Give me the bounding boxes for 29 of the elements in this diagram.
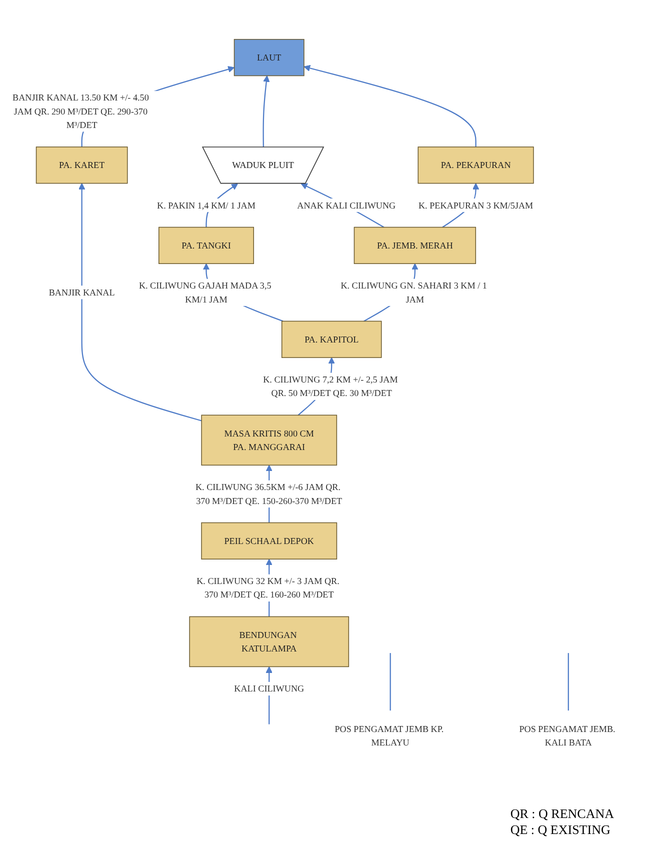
node-box: PA. JEMB. MERAH	[354, 226, 476, 264]
edge-label: K. CILIWUNG 32 KM +/- 3 JAM QR. 370 M³/DET QE. 160-260 M³/DET	[196, 576, 340, 600]
edge-label: K. CILIWUNG 7,2 KM +/- 2,5 JAM QR. 50 M³/DET QE. 30 M³/DET	[263, 374, 398, 398]
node-box: PEIL SCHAAL DEPOK	[201, 522, 338, 560]
arrow	[78, 183, 202, 422]
edge-label: BANJIR KANAL	[48, 287, 115, 298]
node-box: PA. KAPITOL	[281, 320, 382, 358]
edge-label: K. CILIWUNG GAJAH MADA 3,5 KM/1 JAM	[138, 280, 272, 305]
edge-label: K. PEKAPURAN 3 KM/5JAM	[418, 200, 534, 211]
edge-label: K. CILIWUNG GN. SAHARI 3 KM / 1 JAM	[340, 280, 487, 305]
legend-note: QR : Q RENCANA	[510, 806, 614, 822]
node-box: PA. PEKAPURAN	[418, 146, 534, 184]
edge-label: ANAK KALI CILIWUNG	[297, 200, 396, 211]
edge-label: BANJIR KANAL 13.50 KM +/- 4.50 JAM QR. 290 M³/DET QE. 290-370 M³/DET	[12, 92, 149, 130]
connector	[568, 653, 569, 711]
node-box: LAUT	[234, 38, 304, 76]
legend-note: QE : Q EXISTING	[510, 822, 612, 838]
connector	[390, 653, 391, 711]
node-box: BENDUNGAN KATULAMPA	[189, 616, 350, 668]
edge-label: K. PAKIN 1,4 KM/ 1 JAM	[157, 200, 256, 211]
node-text: POS PENGAMAT JEMB KP. MELAYU	[334, 724, 444, 748]
node-text: POS PENGAMAT JEMB. KALI BATA	[519, 724, 616, 748]
node-box: PA. TANGKI	[158, 226, 254, 264]
node-box: MASA KRITIS 800 CM PA. MANGGARAI	[201, 414, 338, 466]
arrow	[304, 64, 476, 147]
node-box: PA. KARET	[36, 146, 128, 184]
edge-label: KALI CILIWUNG	[234, 683, 304, 694]
arrow	[262, 75, 270, 148]
edge-label: K. CILIWUNG 36.5KM +/-6 JAM QR. 370 M³/DET QE. 150-260-370 M³/DET	[195, 482, 342, 506]
